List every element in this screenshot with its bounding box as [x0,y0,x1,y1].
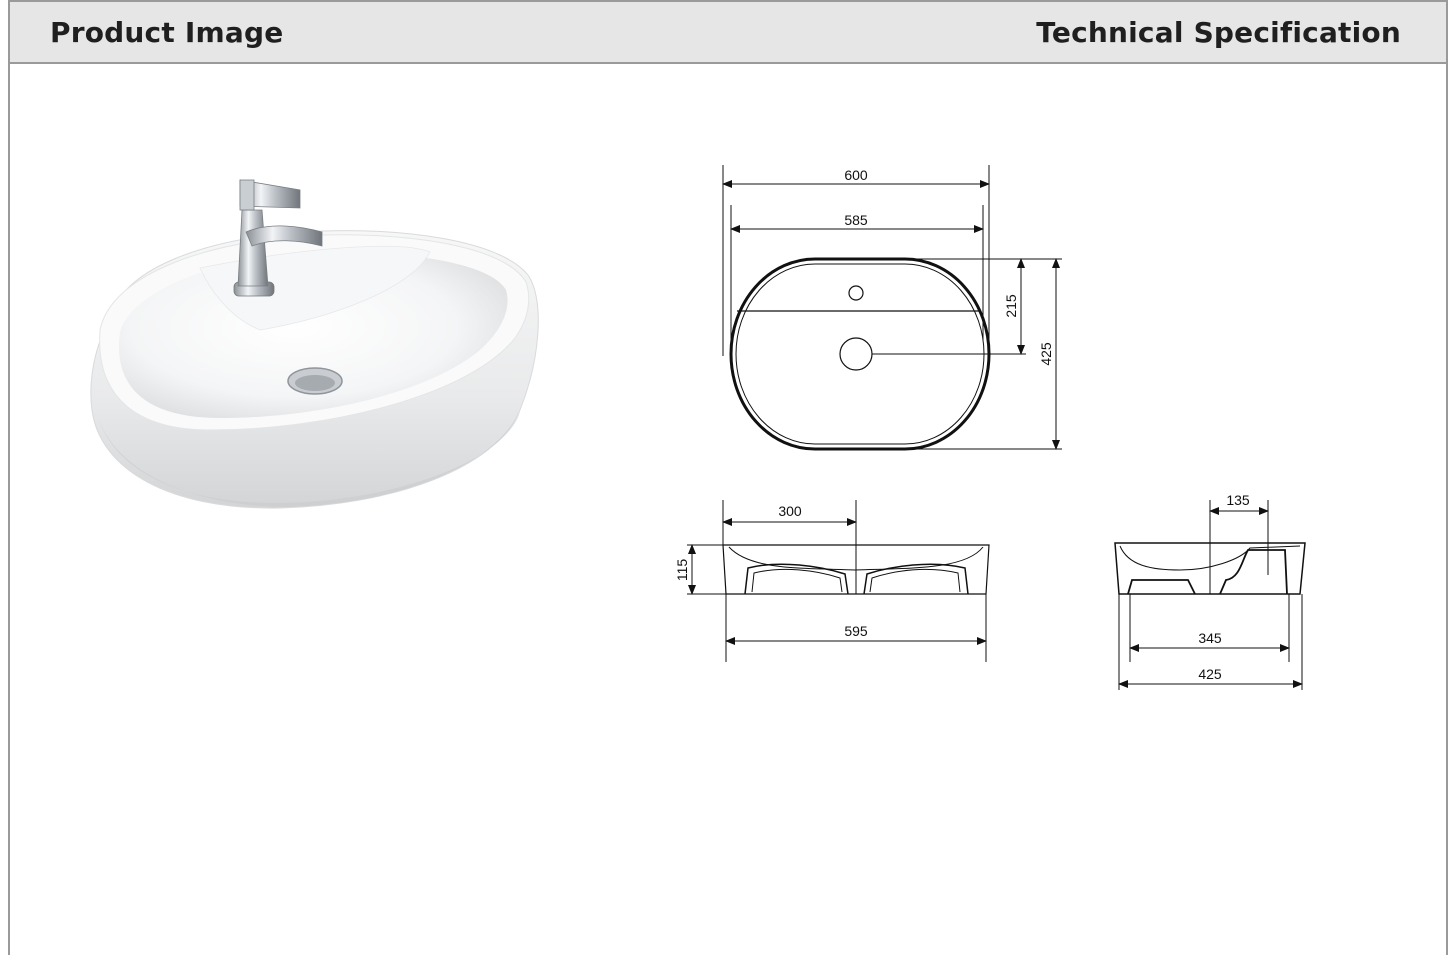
dim-215: 215 [1003,294,1019,318]
basin-photo [90,230,539,509]
dim-425-depth: 425 [1038,342,1054,366]
spec-sheet-frame: Product Image Technical Specification [8,0,1448,955]
top-view-drawing [722,165,1062,451]
technical-specification-title: Technical Specification [1036,16,1401,49]
dim-135: 135 [1226,492,1250,508]
dim-115: 115 [674,559,690,582]
product-image-title: Product Image [50,16,284,49]
front-view-drawing [687,500,990,662]
dim-585: 585 [844,212,868,228]
dim-595: 595 [844,623,868,639]
side-view-drawing [1114,500,1306,690]
dim-425-width: 425 [1198,666,1222,682]
dim-345: 345 [1198,630,1222,646]
dim-300: 300 [778,503,802,519]
dim-600: 600 [844,167,868,183]
header-bar: Product Image Technical Specification [10,2,1446,64]
faucet-icon [233,179,323,297]
